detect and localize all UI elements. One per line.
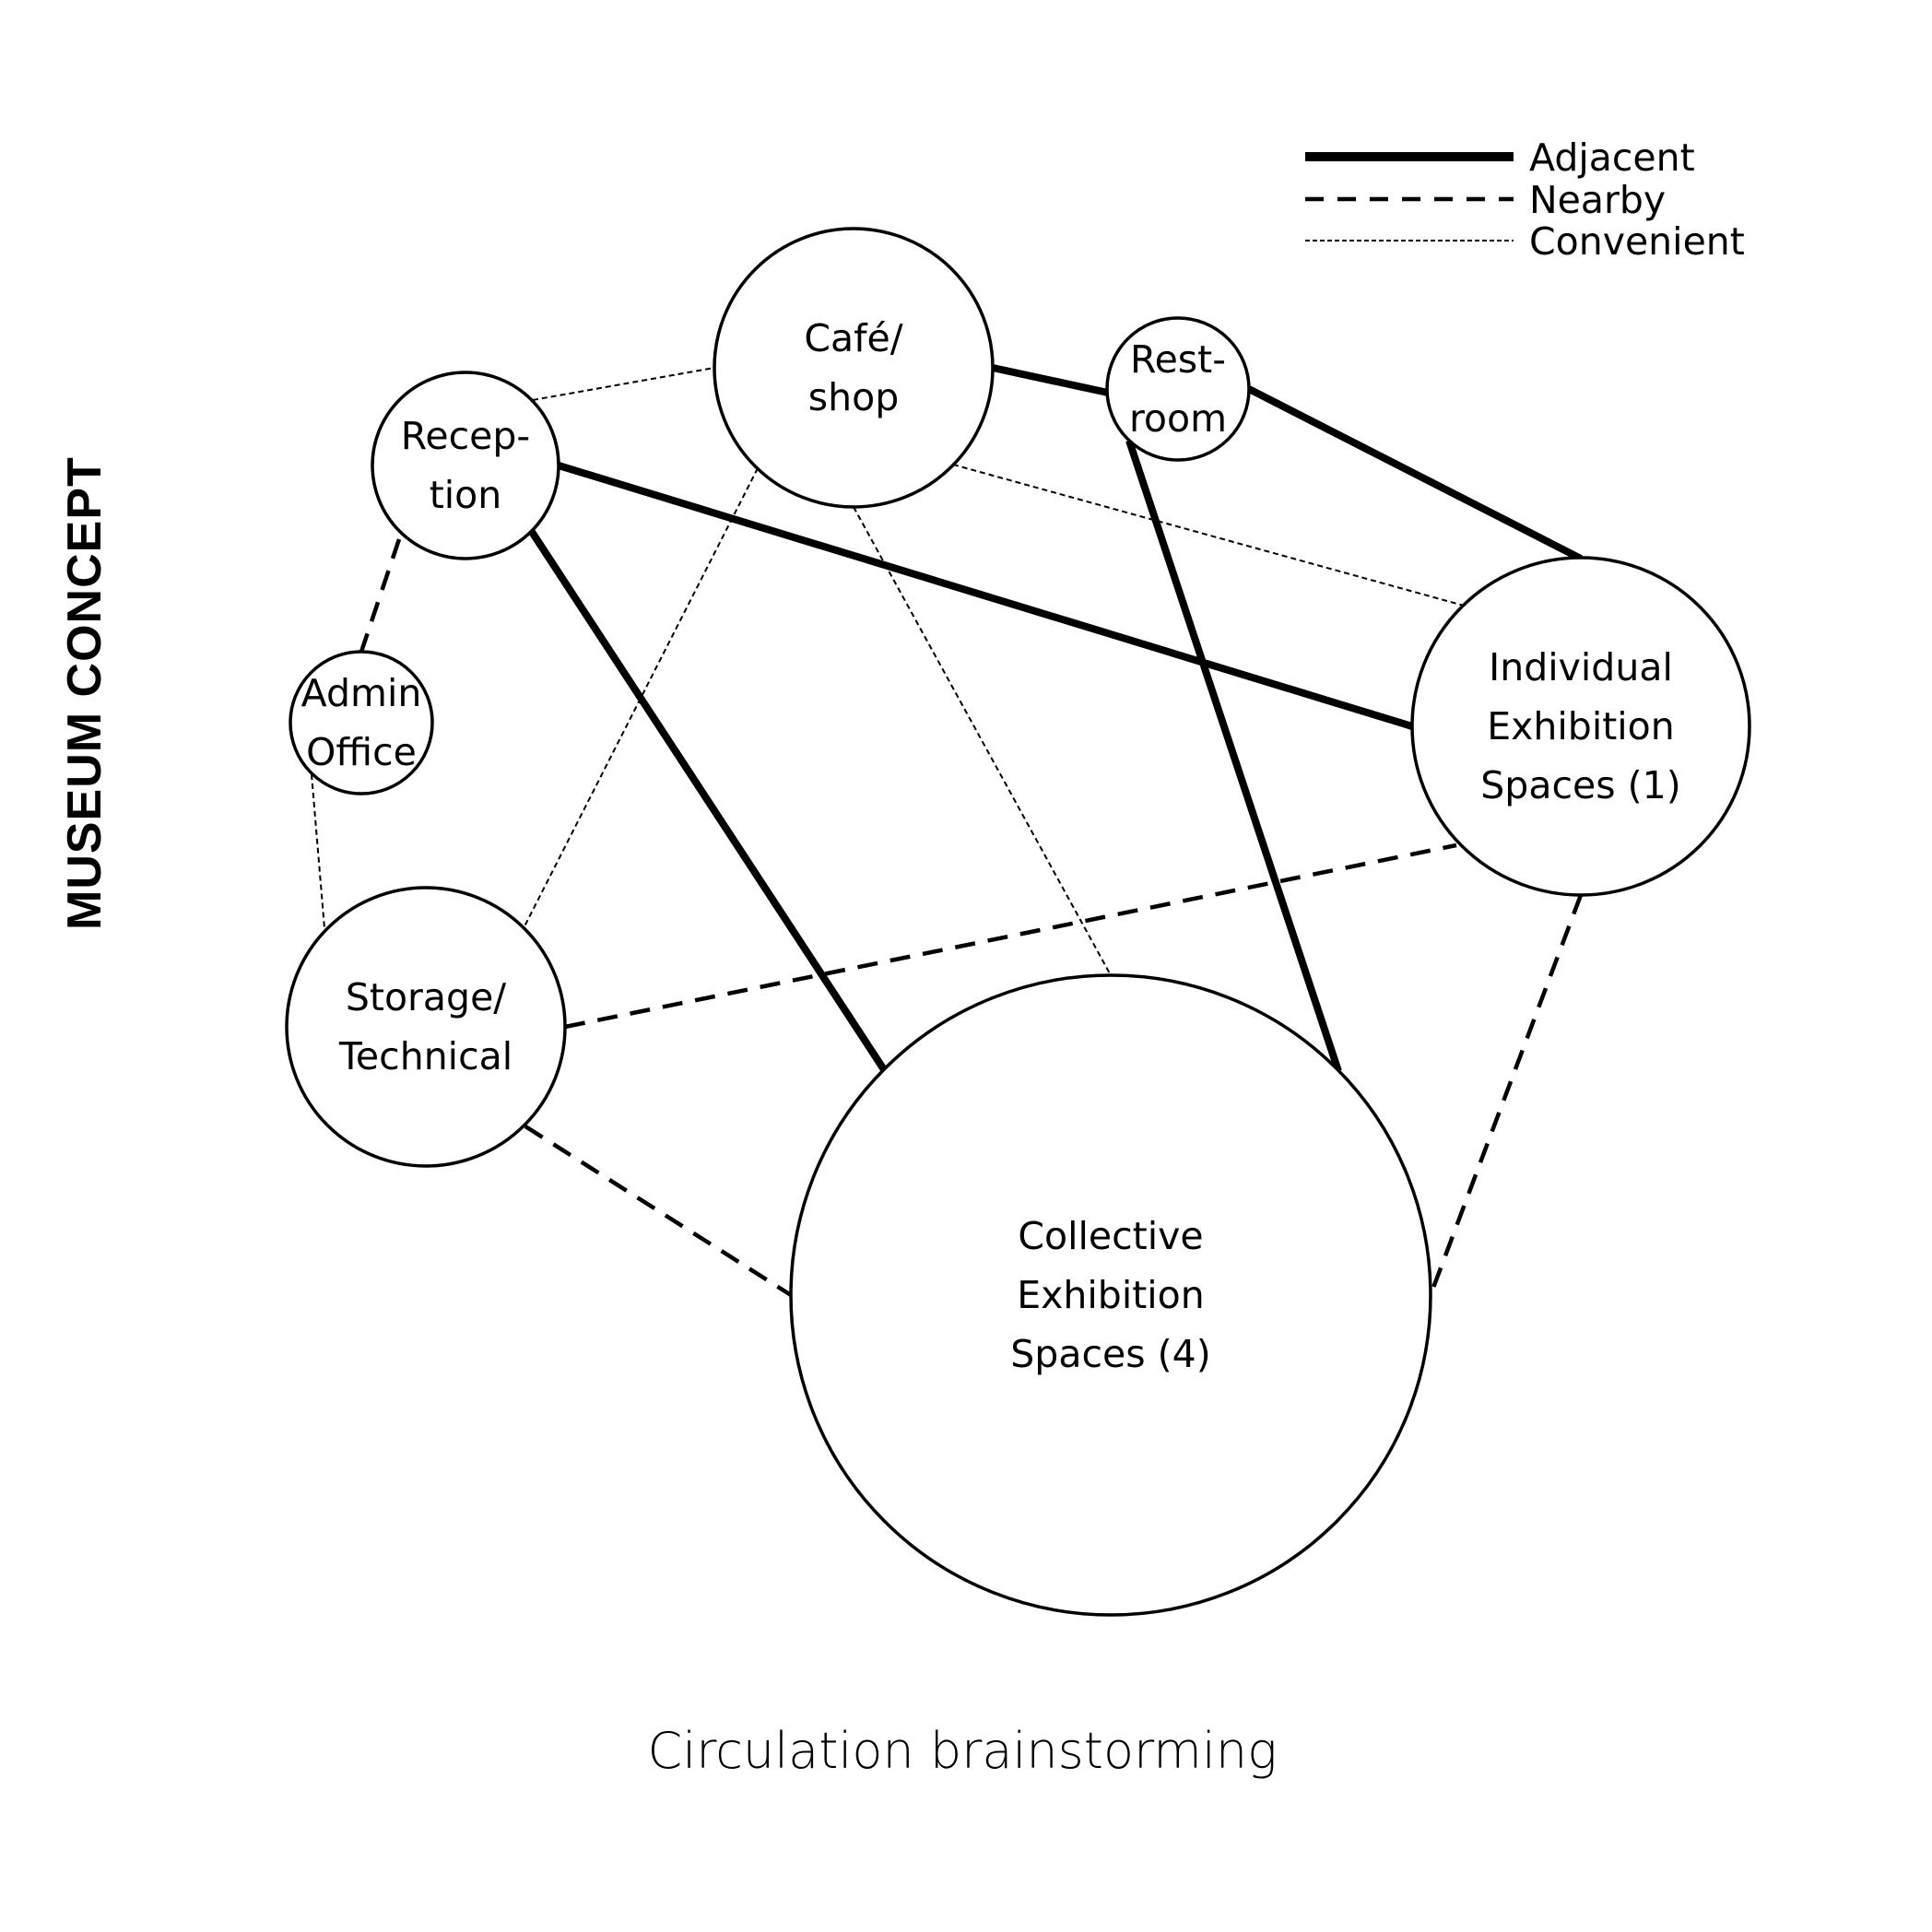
node-label-storage: Technical: [338, 1034, 512, 1078]
edge-convenient-reception-cafe: [532, 367, 715, 401]
legend-label-adjacent: Adjacent: [1529, 135, 1695, 180]
edge-adjacent-restroom-collective: [1125, 439, 1342, 1073]
node-label-storage: Storage/: [346, 975, 506, 1019]
diagram-caption: Circulation brainstorming: [647, 1722, 1278, 1780]
node-label-collective: Exhibition: [1017, 1273, 1205, 1317]
node-circle-cafe: [713, 227, 995, 509]
node-label-reception: tion: [430, 473, 502, 517]
edge-convenient-cafe-individual: [952, 464, 1465, 607]
node-circle-individual: [1410, 556, 1751, 897]
legend-label-nearby: Nearby: [1529, 178, 1666, 222]
edges-layer: [311, 364, 1584, 1297]
edge-nearby-storage-collective: [524, 1125, 793, 1297]
diagram-title: MUSEUM CONCEPT: [58, 456, 112, 930]
node-label-individual: Individual: [1489, 645, 1673, 689]
node-circle-admin: [289, 650, 434, 795]
node-circle-restroom: [1105, 316, 1251, 462]
node-label-restroom: room: [1129, 396, 1227, 441]
legend-label-convenient: Convenient: [1529, 219, 1745, 264]
node-label-restroom: Rest-: [1130, 337, 1226, 382]
edge-convenient-admin-storage: [311, 773, 325, 929]
node-reception: Recep-tion: [371, 371, 560, 560]
node-label-cafe: shop: [808, 375, 899, 419]
edge-nearby-reception-admin: [359, 538, 402, 653]
node-label-collective: Collective: [1018, 1214, 1203, 1258]
edge-nearby-individual-collective: [1428, 894, 1584, 1296]
edge-adjacent-cafe-restroom: [992, 364, 1109, 396]
edge-convenient-cafe-collective: [853, 506, 1112, 976]
node-label-individual: Spaces (1): [1480, 763, 1680, 807]
node-label-cafe: Café/: [804, 316, 902, 360]
node-label-admin: Office: [306, 730, 417, 774]
edge-convenient-cafe-storage: [523, 467, 759, 929]
node-label-collective: Spaces (4): [1010, 1332, 1210, 1376]
node-storage: Storage/Technical: [285, 886, 567, 1168]
node-circle-reception: [371, 371, 560, 560]
edge-adjacent-reception-individual: [557, 462, 1414, 730]
node-label-reception: Recep-: [401, 414, 530, 458]
node-restroom: Rest-room: [1105, 316, 1251, 462]
node-label-individual: Exhibition: [1487, 704, 1675, 748]
node-circle-collective: [789, 973, 1432, 1617]
edge-adjacent-restroom-individual: [1247, 385, 1583, 562]
node-cafe: Café/shop: [713, 227, 995, 509]
node-label-admin: Admin: [301, 671, 422, 715]
node-circle-storage: [285, 886, 567, 1168]
edge-nearby-storage-individual: [564, 842, 1457, 1030]
edge-adjacent-reception-collective: [528, 529, 889, 1074]
